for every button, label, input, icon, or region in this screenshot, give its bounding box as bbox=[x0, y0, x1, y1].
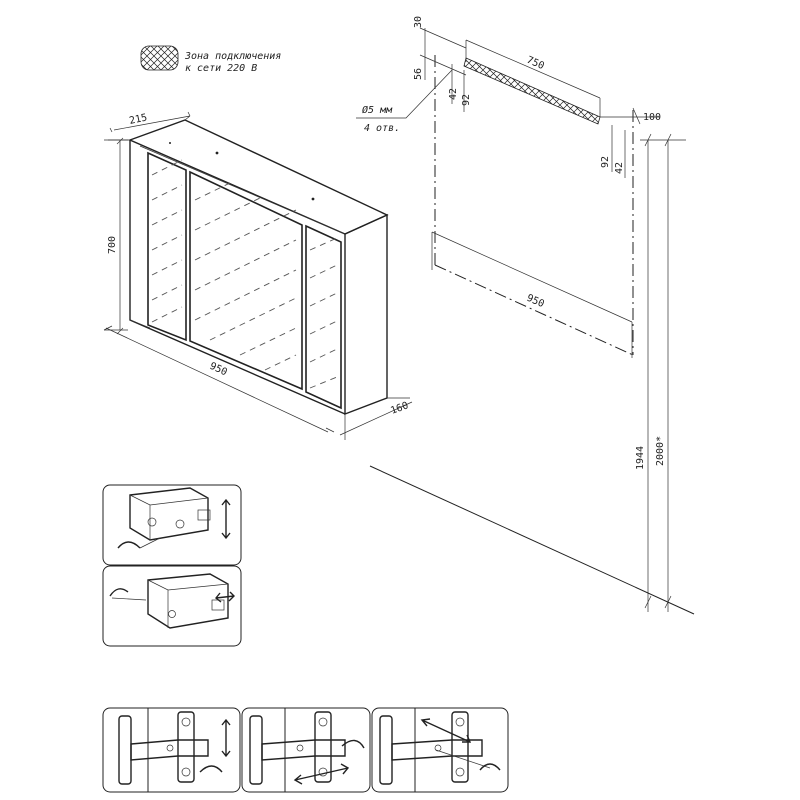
dim-cabinet-width: 950 bbox=[208, 361, 229, 379]
legend-text-line2: к сети 220 В bbox=[185, 63, 257, 74]
power-connection-zone bbox=[463, 57, 601, 125]
dim-floor-height-2: 2000* bbox=[655, 436, 666, 466]
hinge-arrow-depth-icon bbox=[420, 718, 472, 743]
hole-note-diameter: Ø5 мм bbox=[362, 104, 393, 116]
legend: Зона подключения к сети 220 В bbox=[140, 45, 281, 74]
legend-text-line1: Зона подключения bbox=[184, 51, 281, 62]
hinge-panel-1 bbox=[102, 707, 241, 793]
dim-right-92: 92 bbox=[600, 156, 611, 168]
hinge-adjust-vertical-panel bbox=[102, 484, 242, 566]
dim-floor-height-1: 1944 bbox=[635, 446, 646, 470]
hole-note-count: 4 отв. bbox=[364, 123, 400, 134]
cabinet-door-middle bbox=[189, 170, 303, 391]
cabinet-door-right bbox=[305, 224, 342, 410]
dim-left-42: 42 bbox=[448, 88, 459, 100]
hinge-arrow-vertical-icon bbox=[221, 718, 231, 758]
hinge-adjust-depth-panel bbox=[102, 565, 242, 647]
adjust-arrow-horizontal-icon bbox=[215, 591, 235, 603]
dim-right-42: 42 bbox=[614, 162, 625, 174]
dim-cabinet-depth-top: 215 bbox=[128, 112, 148, 127]
adjust-arrow-vertical-icon bbox=[221, 498, 231, 540]
dim-side-offset: 56 bbox=[413, 68, 424, 80]
dim-cabinet-depth-bottom: 160 bbox=[389, 400, 410, 417]
wall-mounting-scheme: 750 30 56 42 92 100 92 42 Ø5 мм 4 отв. 9… bbox=[356, 16, 695, 615]
legend-hatch-swatch bbox=[140, 45, 179, 71]
dim-cabinet-height: 700 bbox=[107, 236, 118, 254]
cabinet-isometric bbox=[128, 119, 389, 416]
hinge-arrow-diagonal-icon bbox=[293, 763, 350, 785]
dim-top-offset: 30 bbox=[413, 16, 424, 28]
hinge-panel-3 bbox=[371, 707, 509, 793]
dim-right-offset: 100 bbox=[643, 112, 661, 123]
hinge-panel-2 bbox=[241, 707, 371, 793]
cabinet-door-left bbox=[147, 151, 187, 342]
dim-wall-width: 950 bbox=[525, 293, 546, 310]
cabinet-dimensions: 215 700 950 160 bbox=[103, 111, 413, 440]
dim-hole-span: 750 bbox=[525, 55, 546, 72]
dim-left-92: 92 bbox=[461, 94, 472, 106]
